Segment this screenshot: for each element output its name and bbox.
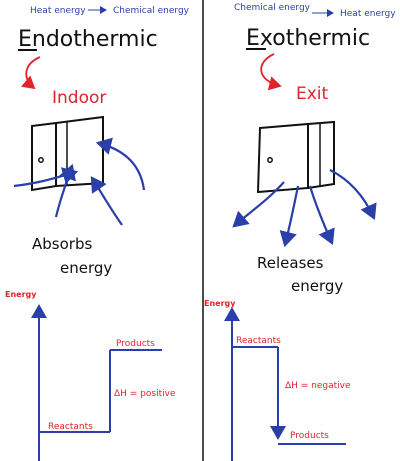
left-mnemonic-arrow <box>21 56 41 90</box>
right-panel: Chemical energy Heat energy Exothermic E… <box>204 3 396 461</box>
left-conversion: Heat energy Chemical energy <box>30 6 190 16</box>
right-energy-graph: Energy Reactants Products ΔH = negative <box>204 299 351 461</box>
left-inward-arrows <box>13 137 146 226</box>
right-mnemonic: Exit <box>296 84 329 104</box>
right-graph-end-label: Products <box>290 431 329 441</box>
left-conversion-from: Heat energy <box>30 6 86 16</box>
left-conversion-to: Chemical energy <box>113 6 190 16</box>
right-conversion-to: Heat energy <box>340 9 396 19</box>
left-energy-graph: Energy Reactants Products ΔH = positive <box>5 290 176 461</box>
left-caption-line1: Absorbs <box>32 235 92 253</box>
left-title: Endothermic <box>18 27 158 52</box>
right-graph-start-label: Reactants <box>236 336 281 346</box>
right-conversion-from: Chemical energy <box>234 3 311 13</box>
left-mnemonic: Indoor <box>52 88 106 108</box>
right-graph-delta-label: ΔH = negative <box>285 381 351 391</box>
left-graph-end-label: Products <box>116 339 155 349</box>
left-graph-delta-label: ΔH = positive <box>114 389 176 399</box>
right-outward-arrows <box>232 169 377 248</box>
right-caption-line1: Releases <box>257 254 324 272</box>
left-caption-line2: energy <box>60 259 112 277</box>
right-door-icon <box>256 120 335 194</box>
right-conversion: Chemical energy Heat energy <box>234 3 396 19</box>
left-graph-start-label: Reactants <box>48 422 93 432</box>
left-graph-y-label: Energy <box>5 290 37 299</box>
right-mnemonic-arrow <box>260 53 282 91</box>
right-graph-y-label: Energy <box>204 299 236 308</box>
right-caption-line2: energy <box>291 277 343 295</box>
right-title: Exothermic <box>246 26 370 51</box>
left-panel: Heat energy Chemical energy Endothermic … <box>5 6 190 461</box>
